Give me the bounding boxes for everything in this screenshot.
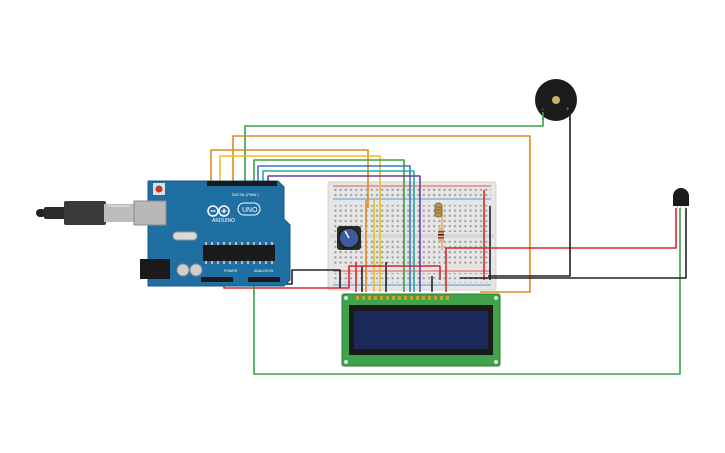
brand-text: ARDUINO xyxy=(212,218,235,224)
temperature-sensor[interactable] xyxy=(673,188,689,210)
wire-yellow xyxy=(219,155,381,292)
wire-green-a0 xyxy=(253,208,681,375)
wire-orange-bb xyxy=(210,149,369,208)
resistor[interactable] xyxy=(438,228,444,242)
breadboard[interactable] xyxy=(327,181,497,291)
wire-teal xyxy=(262,170,415,292)
lcd-screen xyxy=(354,311,488,349)
wire-black-buzzer xyxy=(488,118,571,277)
wire-orange-right xyxy=(232,135,531,293)
piezo-buzzer[interactable]: − + xyxy=(535,79,577,121)
buzzer-minus-mark: − xyxy=(541,107,545,113)
analog-header-label: ANALOG IN xyxy=(254,269,274,273)
photoresistor[interactable] xyxy=(434,202,443,218)
potentiometer[interactable] xyxy=(337,226,361,250)
model-text: UNO xyxy=(242,207,258,214)
lcd-pin-header xyxy=(356,296,449,300)
arduino-logo xyxy=(207,202,261,217)
usb-cable xyxy=(36,201,134,225)
arduino-uno[interactable]: ARDUINO UNO DIGITAL (PWM~) POWER ANALOG … xyxy=(36,180,291,287)
wire-purple xyxy=(267,175,421,292)
digital-header-label: DIGITAL (PWM~) xyxy=(232,193,259,197)
wire-black-temp xyxy=(460,208,687,279)
buzzer-plus-mark: + xyxy=(566,107,570,113)
power-header-label: POWER xyxy=(224,269,238,273)
lcd-16x2[interactable] xyxy=(341,293,501,367)
wires xyxy=(210,118,687,375)
wire-red-5v xyxy=(223,265,441,289)
wire-green-buzzer xyxy=(244,118,544,184)
wire-green-bb xyxy=(253,159,405,292)
wire-red-temp xyxy=(445,208,677,292)
wire-blue xyxy=(257,165,411,292)
